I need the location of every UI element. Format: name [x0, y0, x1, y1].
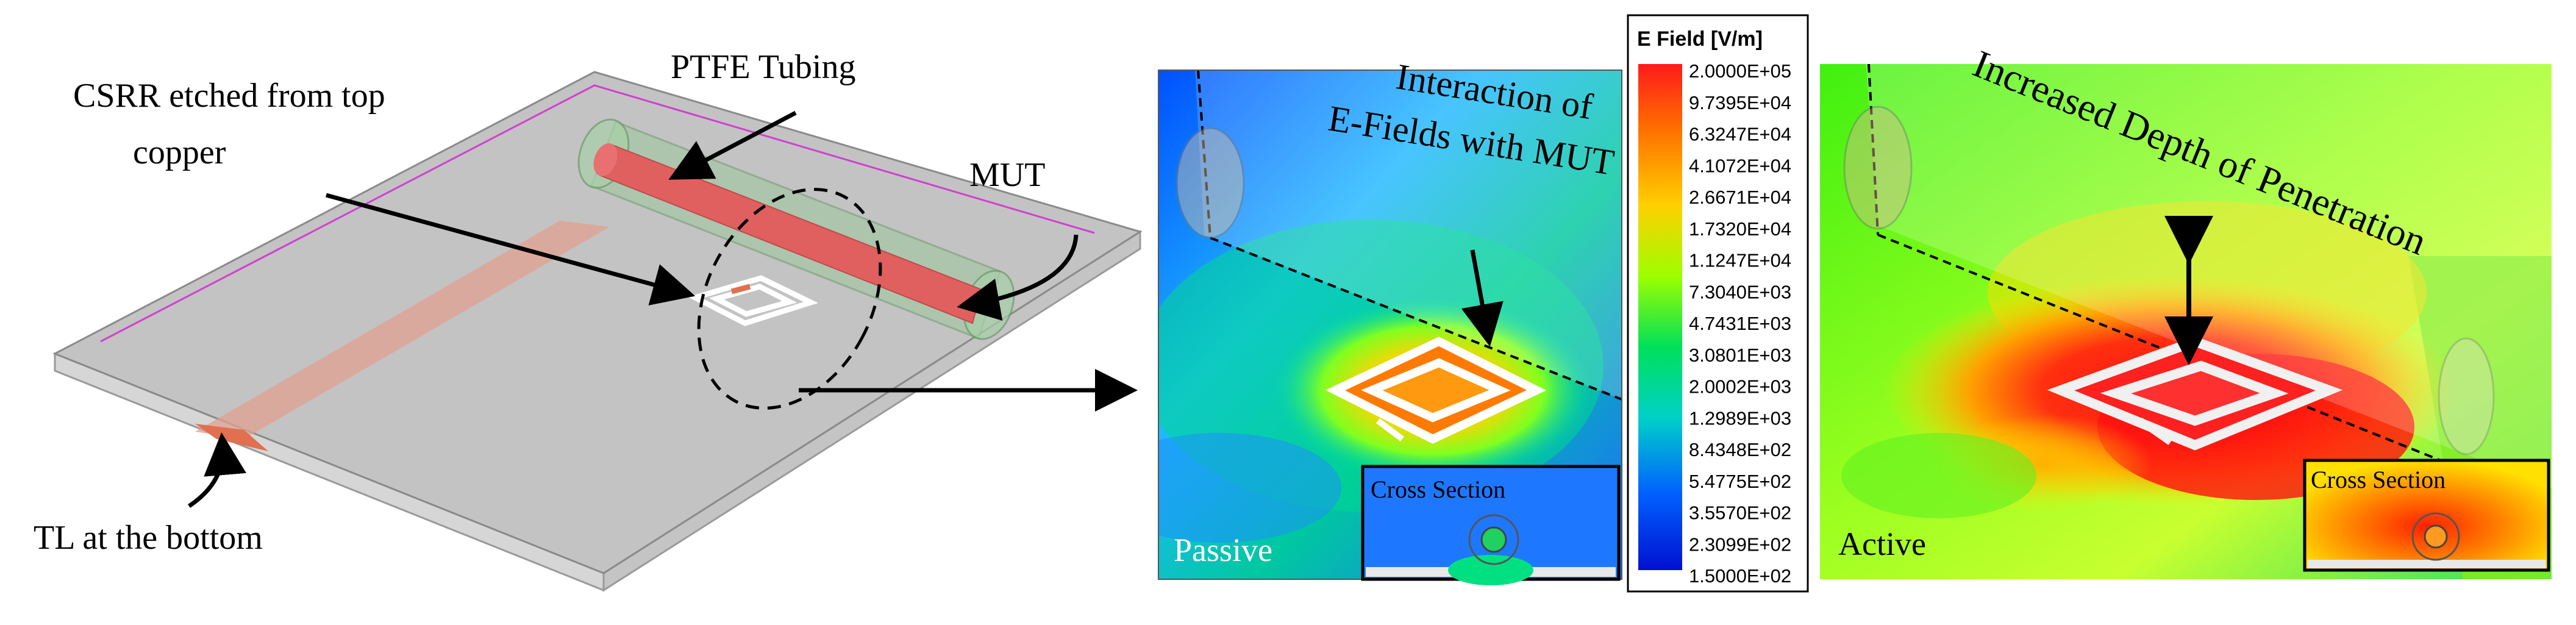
active-inset-title: Cross Section [2311, 466, 2446, 493]
passive-cross-section-inset [1361, 465, 1621, 585]
ptfe-label: PTFE Tubing [671, 48, 856, 86]
passive-field-plot [1158, 70, 1622, 585]
efield-legend: E Field [V/m] 2.0000E+05 9.7395E+04 6.3247… [1627, 14, 1809, 593]
active-cross-section-inset [2303, 459, 2550, 572]
mut-label: MUT [969, 156, 1045, 194]
legend-tick-label: 3.5570E+02 [1689, 502, 1791, 524]
legend-tick-label: 1.7320E+04 [1689, 218, 1791, 240]
legend-tick-label: 1.1247E+04 [1689, 250, 1791, 271]
active-mode-label: Active [1838, 526, 1926, 562]
legend-tick-label: 3.0801E+03 [1689, 345, 1791, 366]
zoom-region-ellipse [697, 188, 882, 410]
passive-mode-label: Passive [1174, 532, 1272, 568]
legend-tick-label: 5.4775E+02 [1689, 471, 1791, 492]
top-copper-edge [100, 84, 1095, 343]
legend-tick-label: 2.6671E+04 [1689, 187, 1791, 208]
legend-tick-label: 4.7431E+03 [1689, 313, 1791, 334]
legend-tick-label: 9.7395E+04 [1689, 92, 1791, 113]
legend-title: E Field [V/m] [1637, 27, 1763, 51]
legend-tick-label: 4.1072E+04 [1689, 155, 1791, 176]
legend-colorbar [1638, 64, 1682, 570]
mut-pointer-arrow [957, 234, 1079, 321]
legend-tick-label: 1.5000E+02 [1689, 565, 1791, 587]
csrr-resonator [687, 275, 819, 326]
legend-tick-label: 8.4348E+02 [1689, 439, 1791, 460]
passive-inset-title: Cross Section [1371, 476, 1505, 503]
mut-rod [593, 143, 983, 324]
legend-tick-labels: 2.0000E+05 9.7395E+04 6.3247E+04 4.1072E+04… [1689, 60, 1791, 587]
legend-tick-label: 2.0000E+05 [1689, 60, 1791, 82]
csrr-label-line1: CSRR etched from top [73, 77, 385, 115]
legend-tick-label: 1.2989E+03 [1689, 407, 1791, 429]
legend-tick-label: 6.3247E+04 [1689, 124, 1791, 145]
tl-label: TL at the bottom [34, 519, 263, 557]
csrr-pointer-arrow [326, 193, 696, 305]
legend-tick-label: 7.3040E+03 [1689, 281, 1791, 302]
tl-pointer-arrow [188, 432, 246, 508]
legend-tick-label: 2.3099E+02 [1689, 534, 1791, 555]
legend-tick-label: 2.0002E+03 [1689, 376, 1791, 398]
transmission-line [195, 221, 610, 439]
passive-annotation-arrow [1461, 249, 1504, 347]
ptfe-pointer-arrow [668, 110, 797, 180]
csrr-label-line2: copper [133, 134, 226, 171]
substrate-top-face [52, 71, 1143, 574]
